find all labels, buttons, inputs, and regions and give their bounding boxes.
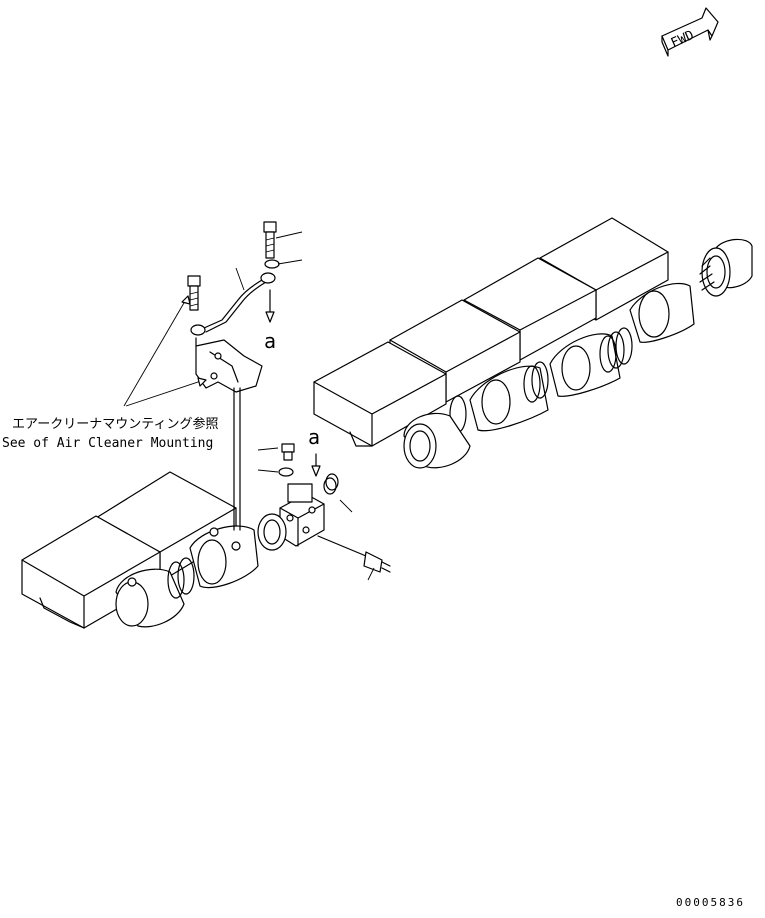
leader-lines xyxy=(123,231,375,581)
ref-arrow-lower: a xyxy=(308,425,321,477)
note-english: See of Air Cleaner Mounting xyxy=(2,436,213,451)
muffler-assembly-left xyxy=(21,471,259,629)
hardware-lower xyxy=(257,443,295,477)
drawing-number: 00005836 xyxy=(676,896,745,909)
ref-arrow-upper: a xyxy=(264,289,276,353)
ref-mark-upper: a xyxy=(264,329,276,353)
ref-mark-lower: a xyxy=(308,425,320,449)
hardware-upper xyxy=(187,221,280,531)
note-japanese: エアークリーナマウンティング参照 xyxy=(12,416,218,432)
fwd-arrow-icon: FWD xyxy=(661,7,719,57)
muffler-assembly-right xyxy=(313,217,753,469)
exhaust-adapter xyxy=(257,473,391,573)
